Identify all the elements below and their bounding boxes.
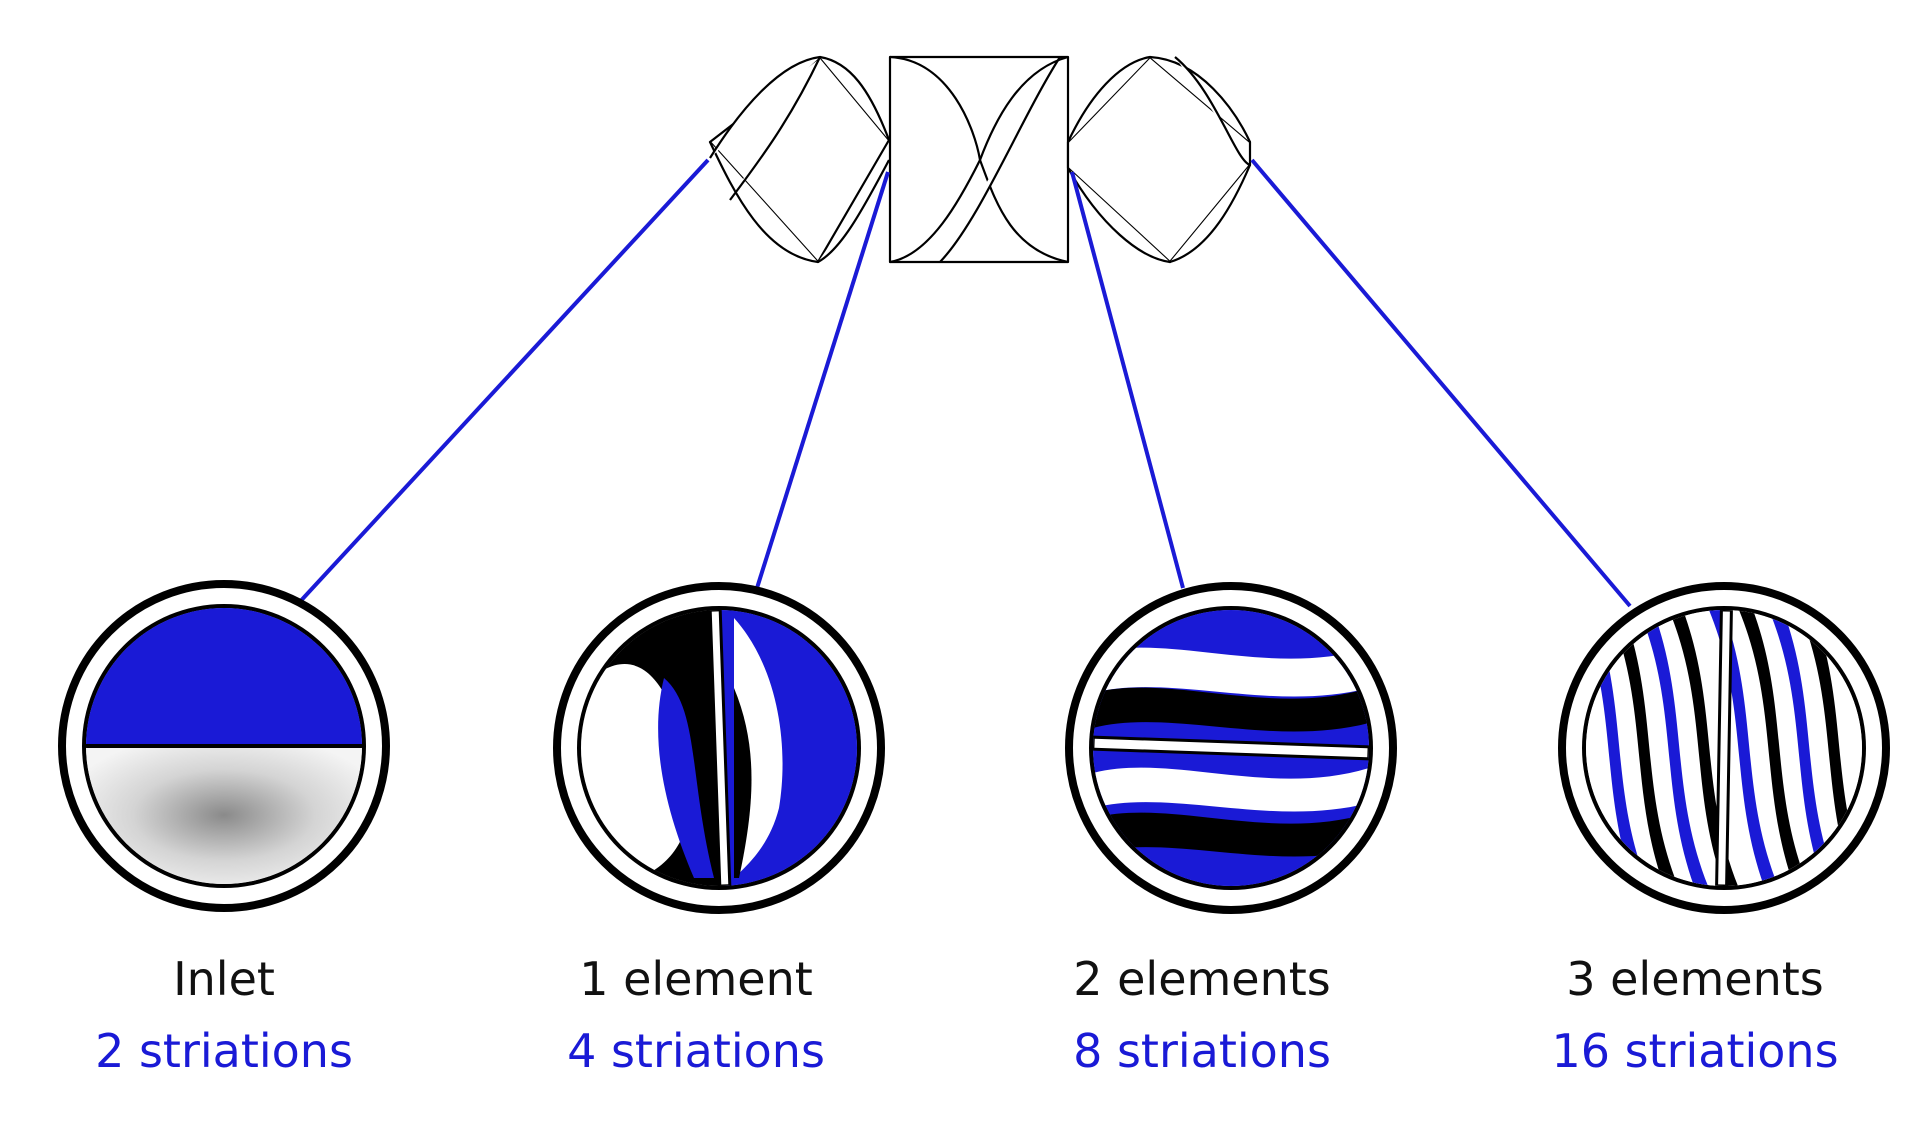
striation-band-2 xyxy=(1609,610,1678,886)
static-mixer-elements xyxy=(708,55,1252,264)
section-pattern xyxy=(1586,610,1862,886)
cross-section-1 xyxy=(58,580,390,912)
striation-band-6 xyxy=(1739,610,1808,886)
connector-inlet xyxy=(294,158,710,608)
cross-section-3 xyxy=(1065,582,1397,914)
striation-band-4 xyxy=(1669,610,1738,886)
striation-count-1-element: 4 striations xyxy=(567,1024,825,1078)
mixer-blade-edge xyxy=(1093,735,1369,761)
mixer-element-1 xyxy=(708,55,891,264)
mixer-element-3 xyxy=(1066,55,1252,264)
connector-lines xyxy=(294,158,1632,608)
black-striation-right xyxy=(734,688,752,878)
striation-band-bottom-b xyxy=(1093,812,1369,857)
striation-count-2-elements: 8 striations xyxy=(1073,1024,1331,1078)
striation-band-top-a xyxy=(1093,647,1369,697)
striation-count-inlet: 2 striations xyxy=(95,1024,353,1078)
blue-striation-left xyxy=(658,678,714,878)
stage-label-inlet: Inlet xyxy=(173,952,275,1006)
mixer-element-2 xyxy=(888,55,1070,264)
striation-band-7 xyxy=(1769,610,1838,886)
cross-section-4 xyxy=(1558,582,1890,914)
connector-element-1 xyxy=(755,171,890,589)
cross-sections xyxy=(58,580,1890,914)
stage-label-1-element: 1 element xyxy=(579,952,813,1006)
section-pattern xyxy=(1093,610,1369,886)
striation-count-3-elements: 16 striations xyxy=(1551,1024,1839,1078)
cross-section-2 xyxy=(553,582,885,914)
stage-label-3-elements: 3 elements xyxy=(1566,952,1824,1006)
striation-band-1 xyxy=(1586,610,1648,886)
section-pattern xyxy=(581,610,857,886)
stage-label-2-elements: 2 elements xyxy=(1073,952,1331,1006)
striation-band-bottom-a xyxy=(1093,767,1369,812)
striation-band-top-b xyxy=(1093,687,1369,732)
section-pattern xyxy=(86,608,362,884)
connector-element-3 xyxy=(1250,158,1632,608)
connector-element-2 xyxy=(1070,171,1185,589)
striation-band-5 xyxy=(1709,610,1778,886)
striation-band-3 xyxy=(1639,610,1708,886)
striation-band-8 xyxy=(1799,610,1862,886)
